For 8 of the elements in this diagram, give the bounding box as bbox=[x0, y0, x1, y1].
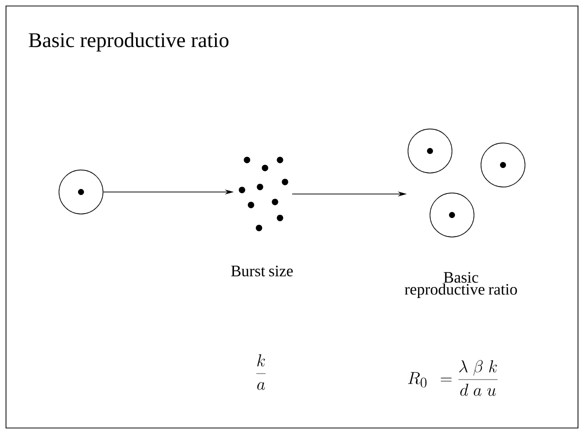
cell-drawing bbox=[58, 170, 104, 214]
node-label: Basic reproductive ratio bbox=[404, 272, 517, 298]
node-label: Burst size bbox=[231, 266, 293, 276]
title: Basic reproductive ratio bbox=[28, 32, 228, 52]
formula: $R_0 \;\,= \frac{\lambda\;\beta\; k}{d\;a\;u}$ bbox=[408, 360, 498, 396]
dot-cluster-drawing bbox=[238, 156, 288, 232]
cell-group-drawing bbox=[408, 128, 526, 238]
formula: $\frac{k}{a}$ bbox=[256, 354, 266, 390]
